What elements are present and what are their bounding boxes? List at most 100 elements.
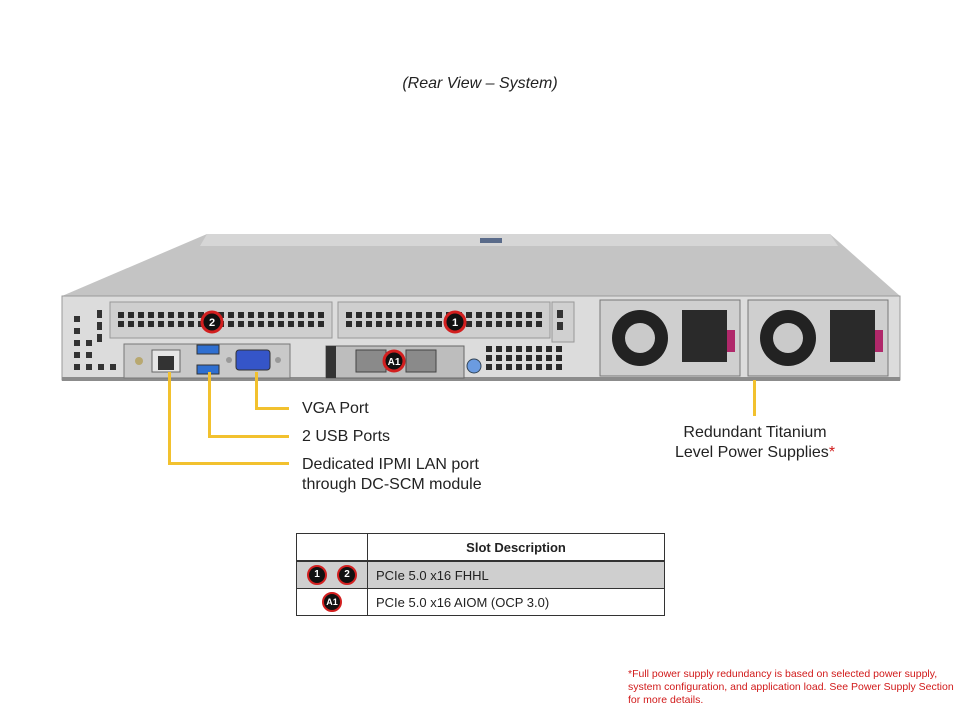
table-header-row: Slot Description (296, 533, 665, 562)
usb-callout-line-h (208, 435, 289, 438)
vent-hole (466, 312, 472, 318)
vent-hole (556, 346, 562, 352)
vent-hole (158, 312, 164, 318)
psu-asterisk: * (828, 444, 836, 461)
vent-hole (238, 312, 244, 318)
view-title: (Rear View – System) (402, 75, 558, 92)
vent-hole (496, 321, 502, 327)
vent-hole (526, 312, 532, 318)
vent-hole (168, 312, 174, 318)
left-vents (74, 310, 116, 370)
vent-hole (546, 346, 552, 352)
vent-hole (476, 321, 482, 327)
vent-hole (516, 312, 522, 318)
vent-hole (188, 321, 194, 327)
badge-aiom-table: A1 (322, 592, 342, 612)
vent-hole (546, 355, 552, 361)
psu-callout-line (753, 380, 756, 416)
vent-hole (526, 321, 532, 327)
vent-hole (506, 321, 512, 327)
vent-hole (556, 355, 562, 361)
ipmi-callout-line-v (168, 372, 171, 465)
vent-hole (198, 312, 204, 318)
vent-hole (426, 321, 432, 327)
vent-hole (536, 312, 542, 318)
vent-hole (376, 312, 382, 318)
psu-1 (599, 299, 741, 377)
vent-hole (138, 312, 144, 318)
vent-hole (536, 355, 542, 361)
ipmi-label: Dedicated IPMI LAN port through DC-SCM m… (302, 455, 482, 495)
vent-hole (128, 321, 134, 327)
vent-hole (278, 312, 284, 318)
svg-text:A1: A1 (388, 357, 401, 368)
vent-hole (396, 312, 402, 318)
power-supply-footnote: *Full power supply redundancy is based o… (628, 668, 954, 706)
vent-hole (288, 321, 294, 327)
vent-hole (288, 312, 294, 318)
vent-hole (178, 312, 184, 318)
vent-hole (416, 312, 422, 318)
vent-hole (278, 321, 284, 327)
vent-hole (396, 321, 402, 327)
vent-hole (366, 312, 372, 318)
vent-hole (228, 321, 234, 327)
slot-description-cell: PCIe 5.0 x16 AIOM (OCP 3.0) (367, 588, 665, 616)
vent-hole (496, 312, 502, 318)
vent-hole (268, 312, 274, 318)
svg-text:2: 2 (209, 317, 215, 329)
vent-hole (516, 364, 522, 370)
svg-text:1: 1 (452, 317, 458, 329)
chassis-lid (62, 234, 900, 296)
vent-hole (248, 312, 254, 318)
psu-2 (747, 299, 889, 377)
vent-hole (436, 312, 442, 318)
vent-hole (546, 364, 552, 370)
vent-hole (536, 364, 542, 370)
vent-hole (268, 321, 274, 327)
badge-slot-1-table: 1 (307, 565, 327, 585)
usb-ports-label: 2 USB Ports (302, 428, 391, 445)
vga-port (235, 349, 271, 371)
vent-hole (128, 312, 134, 318)
server-rear-chassis: 2 1 A1 (61, 234, 901, 381)
vent-hole (386, 312, 392, 318)
ipmi-label-line2: through DC-SCM module (302, 476, 482, 493)
vent-hole (416, 321, 422, 327)
usb-port-top (196, 344, 220, 355)
vent-hole (308, 321, 314, 327)
vent-hole (386, 321, 392, 327)
vent-hole (168, 321, 174, 327)
vent-hole (506, 364, 512, 370)
vent-hole (506, 346, 512, 352)
vent-hole (406, 321, 412, 327)
vent-hole (486, 321, 492, 327)
slot-icons-header (296, 533, 368, 562)
vent-hole (516, 321, 522, 327)
vga-callout-line-v (255, 372, 258, 410)
vent-hole (258, 312, 264, 318)
vent-hole (346, 312, 352, 318)
vent-hole (486, 355, 492, 361)
vent-hole (506, 355, 512, 361)
vent-hole (346, 321, 352, 327)
vent-hole (526, 364, 532, 370)
vent-hole (118, 321, 124, 327)
vent-hole (526, 346, 532, 352)
vent-hole (356, 312, 362, 318)
vent-hole (536, 346, 542, 352)
vent-hole (188, 312, 194, 318)
slot-description-cell: PCIe 5.0 x16 FHHL (367, 560, 665, 589)
vent-hole (486, 346, 492, 352)
ipmi-callout-line-h (168, 462, 289, 465)
vent-hole (476, 312, 482, 318)
vent-hole (436, 321, 442, 327)
psu-label: Redundant Titanium Level Power Supplies* (660, 423, 850, 463)
vent-hole (496, 364, 502, 370)
vent-hole (496, 346, 502, 352)
slot-badges-cell: A1 (296, 588, 368, 616)
vent-hole (148, 312, 154, 318)
vent-hole (376, 321, 382, 327)
